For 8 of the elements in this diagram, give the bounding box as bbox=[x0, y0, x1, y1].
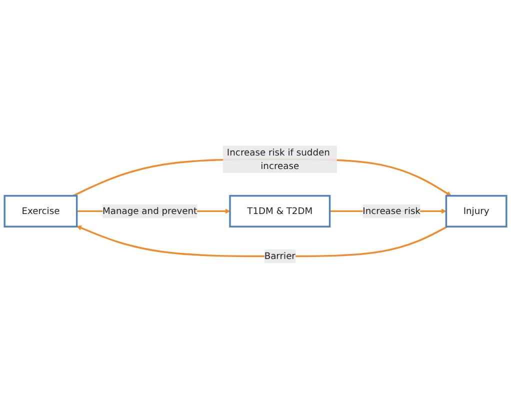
edge-label: Increase risk bbox=[362, 206, 421, 216]
node-box: Exercise bbox=[4, 195, 78, 228]
node-box: Injury bbox=[445, 195, 508, 228]
node-box: T1DM & T2DM bbox=[229, 195, 331, 228]
edge-label: Barrier bbox=[264, 250, 296, 262]
edge-label: Increase risk if sudden increase bbox=[226, 146, 330, 172]
edge-label: Manage and prevent bbox=[102, 206, 198, 216]
arrow bbox=[76, 226, 448, 258]
